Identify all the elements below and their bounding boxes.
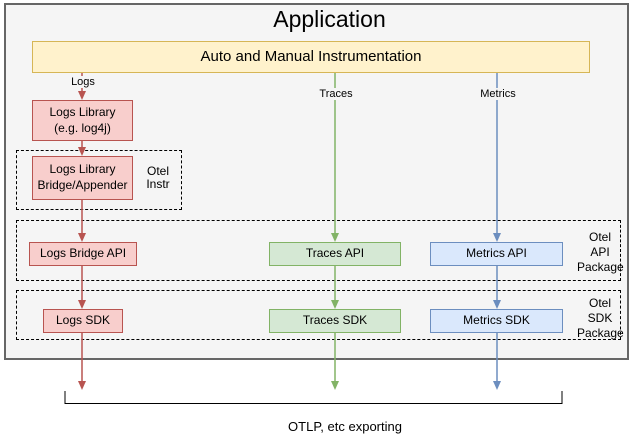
instrumentation-bar: Auto and Manual Instrumentation	[32, 41, 590, 73]
otel-instr-group-box	[16, 150, 182, 210]
otel-api-package-box	[16, 220, 621, 281]
metrics-sdk-node: Metrics SDK	[430, 309, 563, 333]
export-bracket	[64, 391, 563, 404]
otel-sdk-package-label: Otel SDK Package	[577, 296, 624, 340]
application-title: Application	[273, 6, 386, 32]
metrics-api-node: Metrics API	[430, 242, 563, 266]
logs-bridge-api-node: Logs Bridge API	[29, 242, 137, 266]
traces-api-node: Traces API	[269, 242, 401, 266]
otlp-exporting-label: OTLP, etc exporting	[288, 419, 402, 434]
logs-library-bridge-node: Logs Library Bridge/Appender	[32, 156, 133, 200]
otel-api-package-label: Otel API Package	[577, 230, 624, 274]
otel-instr-label: Otel Instr	[146, 164, 170, 191]
metrics-stream-label: Metrics	[473, 88, 523, 100]
traces-stream-label: Traces	[311, 88, 361, 100]
logs-sdk-node: Logs SDK	[43, 309, 123, 333]
traces-sdk-node: Traces SDK	[269, 309, 401, 333]
logs-stream-label: Logs	[58, 76, 108, 88]
logs-library-node: Logs Library (e.g. log4j)	[32, 100, 133, 141]
otel-sdk-package-box	[16, 290, 621, 340]
